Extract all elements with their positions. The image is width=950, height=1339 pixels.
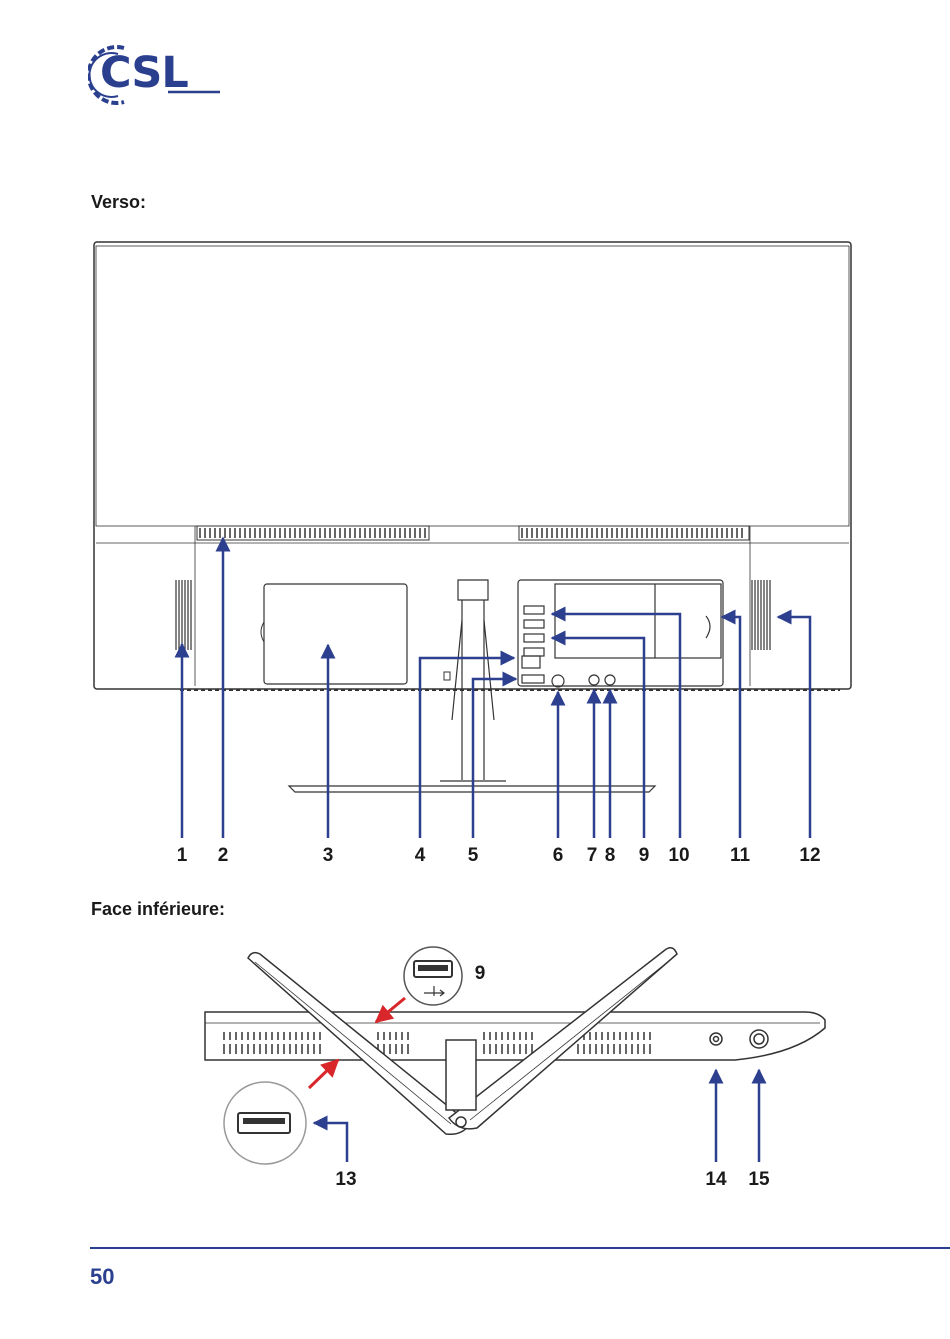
- page-number: 50: [90, 1264, 114, 1290]
- callout-6: 6: [553, 846, 564, 865]
- usb-inset-side: [224, 1082, 306, 1164]
- label-panel: [264, 584, 407, 684]
- callout-12: 12: [799, 846, 820, 865]
- usb-inset-top: [404, 947, 462, 1005]
- callout-3: 3: [323, 846, 334, 865]
- bottom-vents: [224, 1032, 650, 1054]
- callout-10: 10: [668, 846, 689, 865]
- callout-13: 13: [335, 1170, 356, 1189]
- top-vent-slots: [200, 528, 742, 538]
- monitor-bottom-outline: [205, 1012, 825, 1060]
- callout-8: 8: [605, 846, 616, 865]
- bottom-ports: [710, 1030, 768, 1048]
- callout-1: 1: [177, 846, 188, 865]
- footer-divider: [90, 1247, 950, 1249]
- monitor-back-outline: [94, 242, 851, 689]
- callout-15: 15: [748, 1170, 769, 1189]
- callout-4: 4: [415, 846, 426, 865]
- callout-5: 5: [468, 846, 479, 865]
- back-callout-arrows: [182, 538, 810, 838]
- lock-slot: [444, 672, 450, 680]
- callout-2: 2: [218, 846, 229, 865]
- bottom-callout-arrows: [314, 1070, 759, 1162]
- callout-11: 11: [730, 846, 750, 865]
- callout-14: 14: [705, 1170, 726, 1189]
- callout-7: 7: [587, 846, 598, 865]
- callout-usb-inset: 9: [475, 964, 486, 983]
- callout-9: 9: [639, 846, 650, 865]
- port-panel: [518, 580, 723, 687]
